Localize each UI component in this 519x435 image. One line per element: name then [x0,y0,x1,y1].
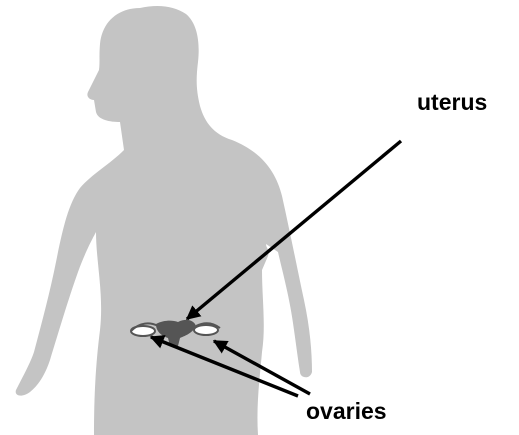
uterus-label: uterus [417,89,487,115]
right-ovary [194,325,218,335]
ovaries-label: ovaries [306,398,387,424]
